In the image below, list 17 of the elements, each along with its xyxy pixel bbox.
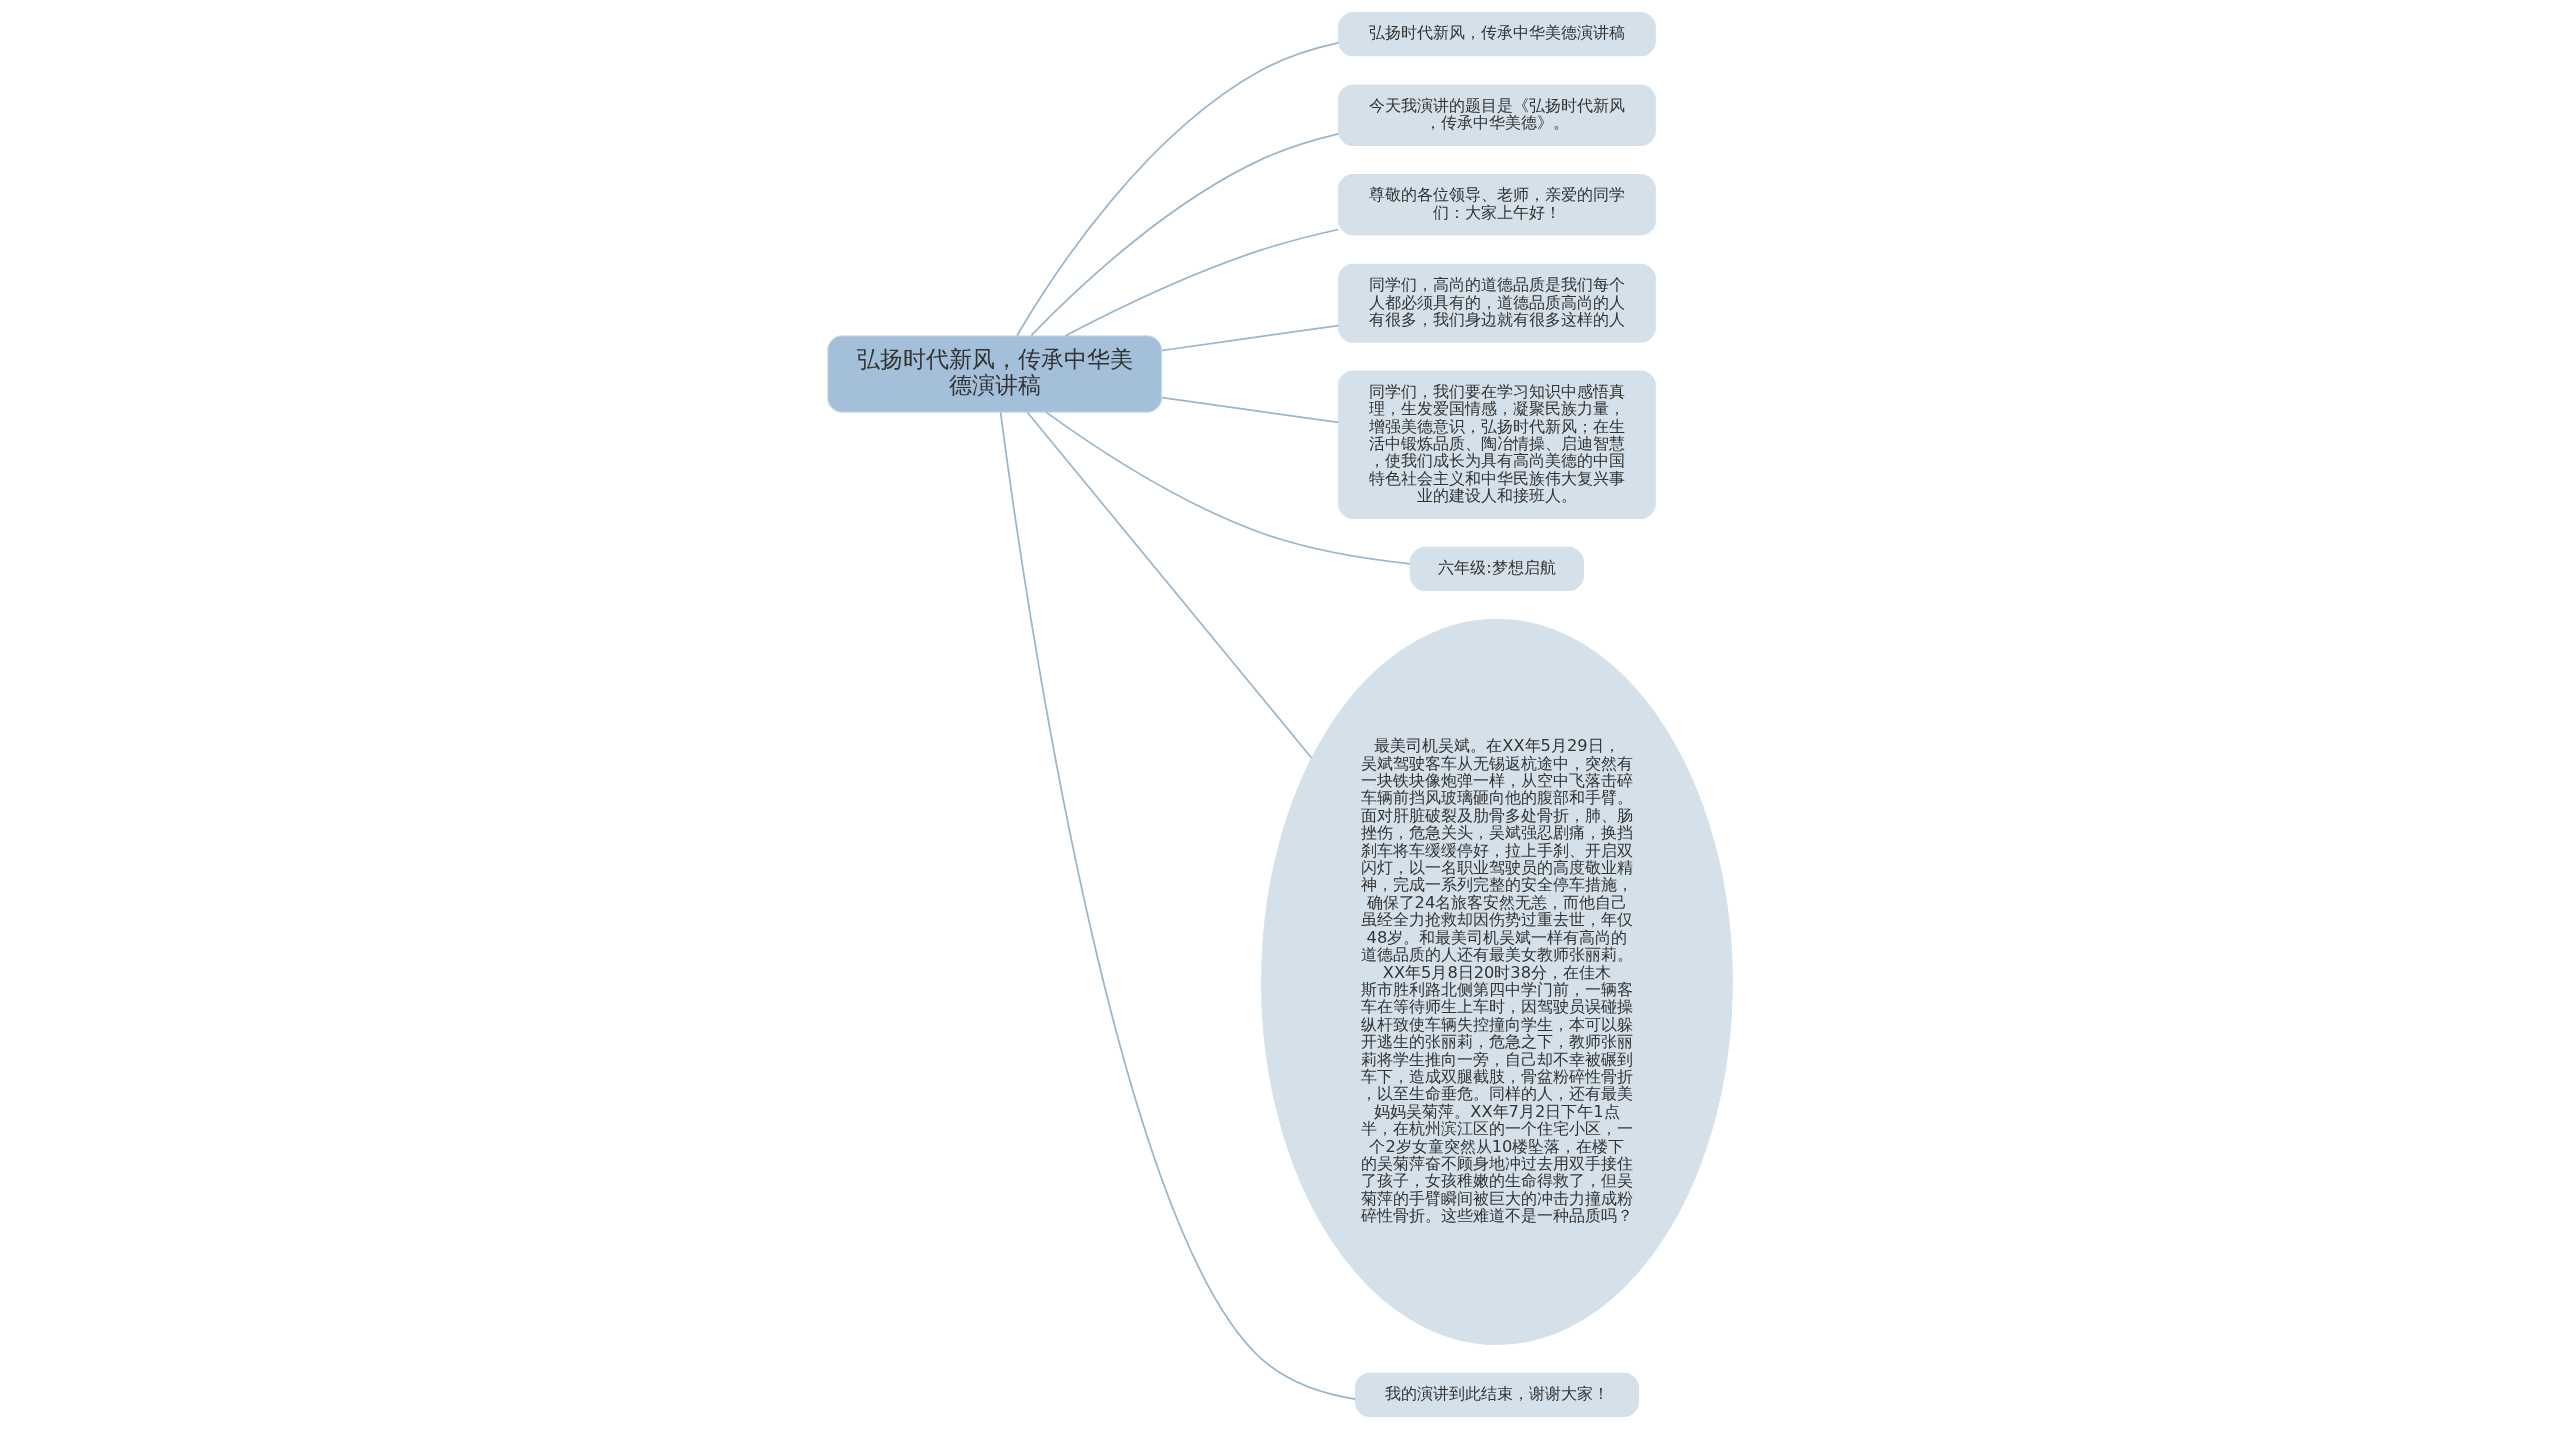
node-box: 今天我演讲的题目是《弘扬时代新风，传承中华美德》。 (1338, 84, 1656, 147)
connector (1045, 411, 1412, 565)
node-box: 弘扬时代新风，传承中华美德演讲稿 (1338, 12, 1656, 57)
connector (1064, 228, 1340, 337)
node-box: 尊敬的各位领导、老师，亲爱的同学们：大家上午好！ (1338, 173, 1656, 236)
node-box: 弘扬时代新风，传承中华美德演讲稿 (827, 335, 1163, 413)
node-box: 六年级:梦想启航 (1409, 546, 1584, 591)
node-ellipse: 最美司机吴斌。在XX年5月29日，吴斌驾驶客车从无锡返杭途中，突然有一块铁块像炮弹一样，从空中飞落击碎车辆前挡风玻璃砸向他的腹部和手臂。面对肝脏破裂及肋骨多处骨折，肺、肠挫伤，危急关头，吴斌强忍剧痛，换挡刹车将车缓缓停好，拉上手刹、开启双闪灯，以一名职业驾驶员的高度敬业精神，完成一系列完整的安全停车措施，确保了24名旅客安然无恙，而他自己虽经全力抢救却因伤势过重去世，年仅48岁。和最美司机吴斌一样有高尚的道德品质的人还有最美女教师张丽莉。XX年5月8日20时38分，在佳木斯市胜利路北侧第四中学门前，一辆客车在等待师生上车时，因驾驶员误碰操纵杆致使车辆失控撞向学生，本可以躲开逃生的张丽莉，危急之下，教师张丽莉将学生推向一旁，自己却不幸被碾到车下，造成双腿截肢，骨盆粉碎性骨折，以至生命垂危。同样的人，还有最美妈妈吴菊萍。XX年7月2日下午1点半，在杭州滨江区的一个住宅小区，一个2岁女童突然从10楼坠落，在楼下的吴菊萍奋不顾身地冲过去用双手接住了孩子，女孩稚嫩的生命得救了，但吴菊萍的手臂瞬间被巨大的冲击力撞成粉碎性骨折。这些难道不是一种品质吗？ (1261, 618, 1733, 1346)
node-box: 同学们，我们要在学习知识中感悟真理，生发爱国情感，凝聚民族力量，增强美德意识，弘扬时代新风；在生活中锻炼品质、陶冶情操、启迪智慧，使我们成长为具有高尚美德的中国特色社会主义和中华民族伟大复兴事业的建设人和接班人。 (1338, 370, 1656, 520)
connector (999, 411, 1357, 1400)
node-box: 同学们，高尚的道德品质是我们每个人都必须具有的，道德品质高尚的人有很多，我们身边就有很多这样的人 (1338, 263, 1656, 343)
connector (1161, 396, 1340, 424)
node-box: 我的演讲到此结束，谢谢大家！ (1354, 1372, 1640, 1417)
connector (1016, 41, 1340, 337)
connector (1030, 133, 1340, 337)
connector (1026, 411, 1313, 759)
connector (1161, 324, 1340, 352)
